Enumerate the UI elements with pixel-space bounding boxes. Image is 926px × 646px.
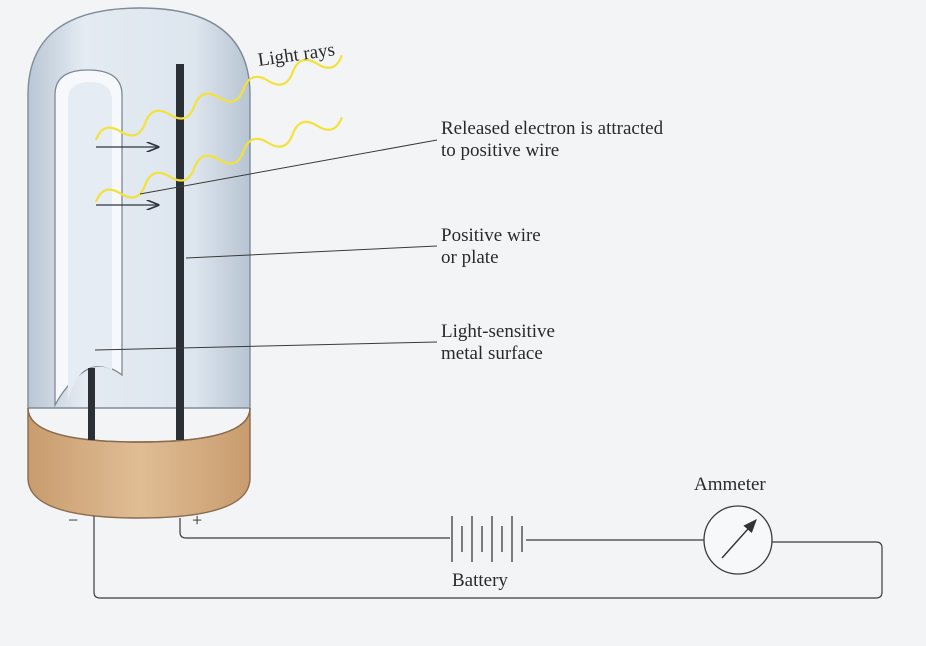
- cathode-lead: [88, 368, 95, 440]
- label-positive-wire: Positive wire or plate: [441, 225, 541, 269]
- ammeter-icon: [703, 505, 773, 575]
- label-battery: Battery: [452, 570, 508, 591]
- label-released-electron-line1: Released electron is attracted: [441, 118, 664, 139]
- label-positive-wire-line2: or plate: [441, 247, 499, 268]
- plus-terminal-sign: +: [192, 510, 203, 530]
- light-ray-1: [94, 54, 343, 141]
- label-positive-wire-line1: Positive wire: [441, 225, 541, 246]
- leader-released-electron: [139, 139, 438, 195]
- label-metal-surface-line2: metal surface: [441, 343, 543, 364]
- anode-wire: [176, 64, 184, 440]
- battery-icon: [451, 516, 523, 562]
- tube-base: [27, 407, 251, 519]
- leader-metal-surface: [94, 341, 438, 351]
- label-released-electron-line2: to positive wire: [441, 140, 560, 161]
- circuit-return-wire: [93, 516, 883, 599]
- leader-positive-wire: [185, 245, 438, 259]
- label-metal-surface-line1: Light-sensitive: [441, 321, 555, 342]
- cathode-inner-shade: [68, 82, 112, 400]
- label-ammeter: Ammeter: [694, 474, 766, 495]
- minus-terminal-sign: −: [68, 510, 79, 530]
- circuit-positive-wire: [179, 518, 450, 539]
- base-top-rim: [27, 407, 251, 443]
- label-released-electron: Released electron is attracted to positi…: [441, 118, 663, 162]
- label-metal-surface: Light-sensitive metal surface: [441, 321, 555, 365]
